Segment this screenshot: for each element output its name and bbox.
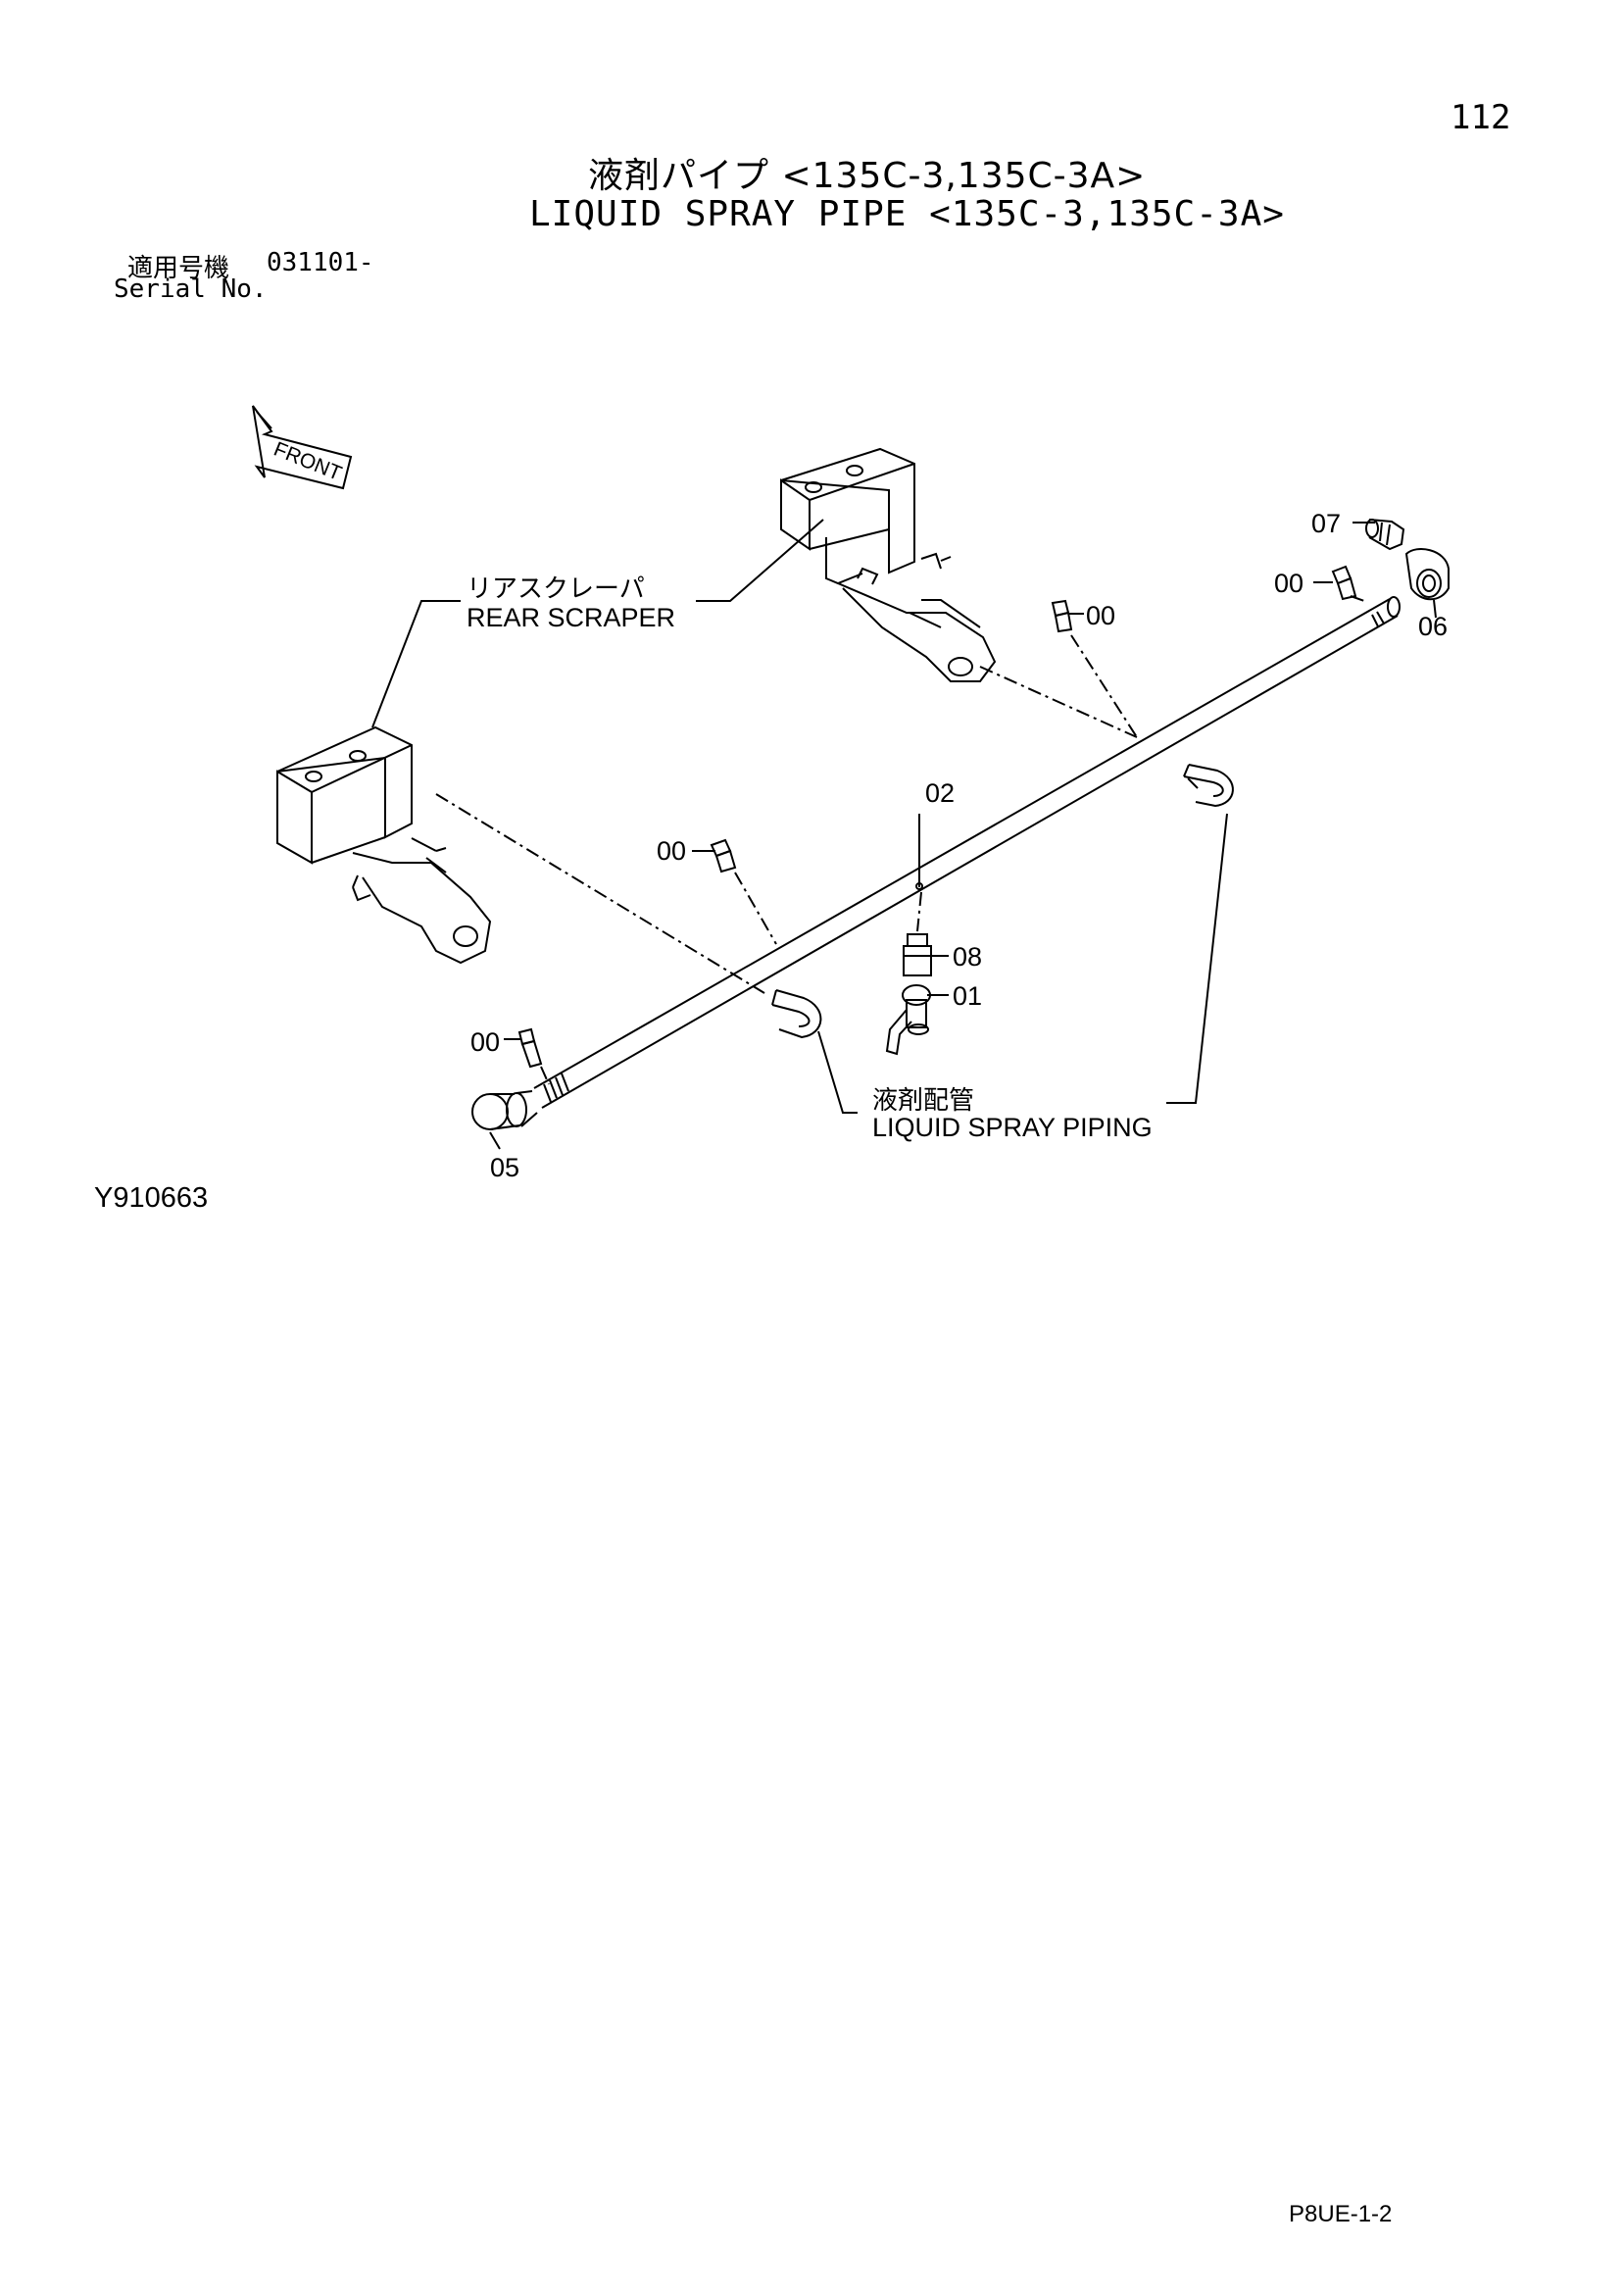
nozzle-00-top-mid — [1053, 601, 1071, 631]
adapter-08 — [904, 934, 931, 975]
part-number-00-top-mid: 00 — [1086, 601, 1115, 630]
serial-number-value: 031101- — [267, 248, 374, 277]
assembly-lines — [436, 596, 1367, 1084]
figure-number: Y910663 — [94, 1182, 209, 1214]
page-number: 112 — [1451, 98, 1511, 137]
page-title-english: LIQUID SPRAY PIPE <135C-3,135C-3A> — [529, 194, 1285, 234]
part-number-02: 02 — [925, 778, 955, 808]
valve-01 — [887, 985, 930, 1054]
nozzle-00-top-right — [1333, 567, 1355, 599]
part-number-00-top-right: 00 — [1274, 569, 1303, 598]
part-number-01: 01 — [953, 981, 982, 1011]
part-number-00-left: 00 — [657, 836, 686, 866]
nozzle-00-left — [712, 840, 735, 872]
elbow-06 — [1406, 549, 1449, 599]
rear-scraper-bracket-left — [277, 727, 490, 963]
u-bolt-left — [772, 990, 820, 1037]
nipple-07 — [1366, 520, 1403, 549]
page-title-japanese: 液剤パイプ <135C-3,135C-3A> — [588, 156, 1147, 196]
rear-scraper-label-japanese: リアスクレーパ — [467, 574, 645, 604]
spray-piping-label-japanese: 液剤配管 — [872, 1086, 975, 1116]
spray-piping-label-english: LIQUID SPRAY PIPING — [872, 1113, 1153, 1142]
spray-pipe-02 — [534, 597, 1400, 1108]
serial-label-english: Serial No. — [114, 275, 268, 304]
front-arrow-icon: FRONT — [253, 406, 351, 488]
nozzle-00-bottom — [519, 1029, 541, 1067]
part-number-06: 06 — [1418, 612, 1448, 641]
end-cap-05 — [472, 1091, 537, 1129]
part-number-00-bottom: 00 — [470, 1027, 500, 1057]
part-number-07: 07 — [1311, 509, 1341, 538]
part-number-08: 08 — [953, 942, 982, 972]
serial-label-japanese: 適用号機 — [127, 254, 230, 283]
part-number-05: 05 — [490, 1153, 519, 1182]
rear-scraper-bracket-top — [781, 449, 995, 681]
page-code: P8UE-1-2 — [1289, 2201, 1393, 2227]
rear-scraper-label-english: REAR SCRAPER — [467, 603, 676, 632]
u-bolt-right — [1184, 765, 1233, 806]
leader-lines — [372, 520, 1436, 1149]
